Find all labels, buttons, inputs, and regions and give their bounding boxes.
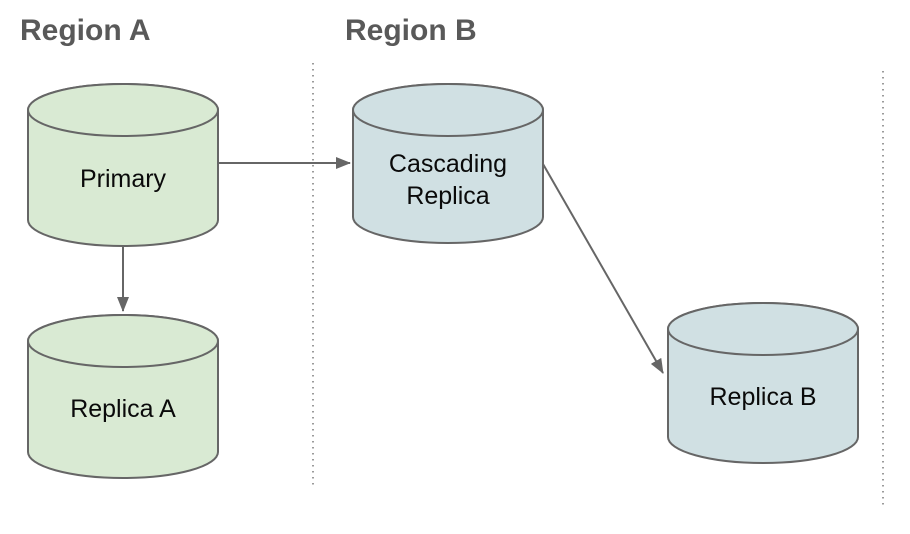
edges	[117, 157, 664, 374]
arrow-cascading-replica-to-replica-b	[542, 163, 664, 374]
node-replica-a: Replica A	[27, 314, 219, 479]
replica-a-label: Replica A	[70, 395, 176, 423]
region-b-title: Region B	[345, 14, 477, 47]
node-cascading-replica: Cascading Replica	[352, 83, 544, 244]
primary-cylinder-top	[27, 83, 219, 137]
replica-a-cylinder-top	[27, 314, 219, 368]
cascading-replica-label-line2: Replica	[406, 182, 489, 210]
region-a-title: Region A	[20, 14, 151, 47]
replica-b-label: Replica B	[710, 383, 817, 411]
cascading-replica-cylinder-top	[352, 83, 544, 137]
node-replica-b: Replica B	[667, 302, 859, 464]
cascading-replica-label-line1: Cascading	[389, 150, 507, 178]
replica-b-cylinder-top	[667, 302, 859, 356]
primary-label: Primary	[80, 165, 167, 193]
node-primary: Primary	[27, 83, 219, 247]
